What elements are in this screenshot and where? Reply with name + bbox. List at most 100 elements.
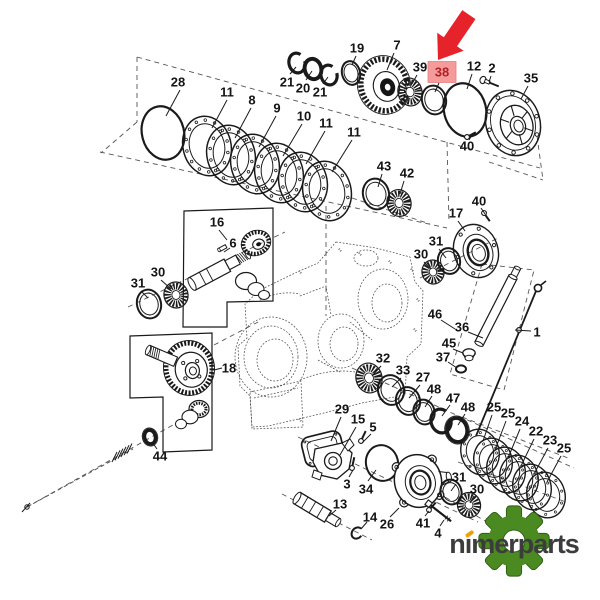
part-16-pinion — [234, 271, 270, 300]
part-label-11: 11 — [220, 85, 234, 100]
leader-line — [424, 510, 430, 517]
box-part-18 — [129, 332, 213, 453]
part-label-7: 7 — [393, 38, 400, 53]
leader-line — [468, 134, 473, 141]
part-label-40: 40 — [460, 139, 474, 154]
part-label-17: 17 — [449, 206, 463, 221]
part-31-ring — [135, 288, 163, 320]
leader-line — [367, 469, 377, 482]
leader-line — [360, 521, 368, 530]
leader-line — [282, 123, 303, 157]
part-label-25: 25 — [487, 400, 501, 415]
leader-line — [439, 519, 445, 527]
part-label-30: 30 — [151, 265, 165, 280]
assembly-boxes — [129, 207, 274, 453]
part-6-pin — [217, 243, 228, 253]
part-27-ring — [394, 386, 422, 416]
part-25-disc — [473, 437, 513, 485]
part-40-bolt — [464, 131, 477, 140]
leader-line — [371, 365, 382, 377]
part-30-bearing-c — [456, 491, 482, 519]
leader-line — [377, 173, 383, 188]
logo-wordmark: nımerparts — [430, 529, 598, 560]
part-label-36: 36 — [455, 320, 469, 335]
part-label-45: 45 — [442, 336, 456, 351]
leader-line — [389, 507, 400, 518]
part-33-ring — [376, 374, 406, 406]
part-26-housing — [391, 453, 452, 509]
leader-line — [330, 416, 342, 442]
part-label-35: 35 — [524, 71, 538, 86]
part-3-bolt — [349, 457, 356, 471]
part-label-20: 20 — [296, 81, 310, 96]
leader-line — [469, 495, 475, 504]
part-label-10: 10 — [297, 109, 311, 124]
leader-line — [234, 107, 252, 139]
part-label-48: 48 — [461, 400, 475, 415]
part-16-bevel-gear — [240, 229, 272, 257]
highlight-box — [427, 61, 457, 83]
leader-line — [331, 139, 353, 173]
part-label-11: 11 — [319, 116, 333, 131]
leader-line — [457, 220, 466, 232]
leader-line — [151, 441, 158, 450]
leader-line — [457, 413, 466, 426]
part-label-30: 30 — [414, 247, 428, 262]
leader-line — [223, 247, 231, 253]
part-12-oring — [442, 82, 488, 138]
leader-line — [434, 82, 440, 93]
leader-line — [289, 66, 297, 75]
part-label-22: 22 — [529, 424, 543, 439]
leader-line — [507, 428, 521, 459]
leader-line — [520, 438, 535, 467]
part-32-bearing — [355, 362, 383, 394]
leader-line — [438, 248, 447, 259]
part-label-40: 40 — [472, 194, 486, 209]
leader-line — [452, 348, 464, 354]
part-drive-rod — [21, 443, 134, 513]
part-label-19: 19 — [350, 41, 364, 56]
leader-line — [408, 384, 421, 399]
part-label-24: 24 — [515, 414, 530, 429]
leader-line — [218, 229, 228, 241]
part-1-dipstick — [475, 280, 547, 437]
leader-line — [328, 509, 337, 517]
nimerparts-logo: nımerparts — [430, 498, 600, 598]
part-36-tube — [474, 265, 522, 347]
part-label-44: 44 — [153, 449, 168, 464]
part-31-ring-c — [439, 478, 463, 506]
part-label-41: 41 — [416, 516, 430, 531]
leader-line — [546, 455, 562, 483]
part-label-13: 13 — [333, 497, 347, 512]
part-label-23: 23 — [543, 433, 557, 448]
leader-line — [351, 55, 357, 66]
leader-line — [411, 74, 418, 85]
leader-line — [480, 207, 486, 215]
part-18-pinion — [175, 399, 210, 430]
part-label-21: 21 — [280, 75, 294, 90]
part-label-25: 25 — [557, 441, 571, 456]
part-16-shaft — [187, 249, 252, 291]
leader-line — [482, 414, 493, 442]
part-43-ring — [361, 177, 391, 211]
logo-text-prefix: n — [449, 529, 465, 559]
part-10-clutch-disc — [253, 142, 305, 204]
highlight-arrow-icon — [437, 10, 476, 61]
part-37-ring — [455, 364, 467, 374]
part-4-bolt — [424, 499, 452, 523]
part-label-21: 21 — [313, 85, 327, 100]
part-label-47: 47 — [446, 391, 460, 406]
part-label-3: 3 — [343, 477, 350, 492]
part-label-37: 37 — [436, 350, 450, 365]
part-41-bolt — [426, 501, 437, 513]
part-45-plug — [462, 348, 476, 362]
part-39-bearing — [397, 77, 423, 107]
leader-line — [467, 331, 484, 339]
part-42-bearing — [386, 188, 412, 218]
part-label-5: 5 — [369, 420, 376, 435]
leader-line — [447, 361, 458, 369]
part-18-shaft — [144, 344, 179, 368]
part-23-disc — [512, 463, 552, 511]
part-label-31: 31 — [131, 276, 145, 291]
